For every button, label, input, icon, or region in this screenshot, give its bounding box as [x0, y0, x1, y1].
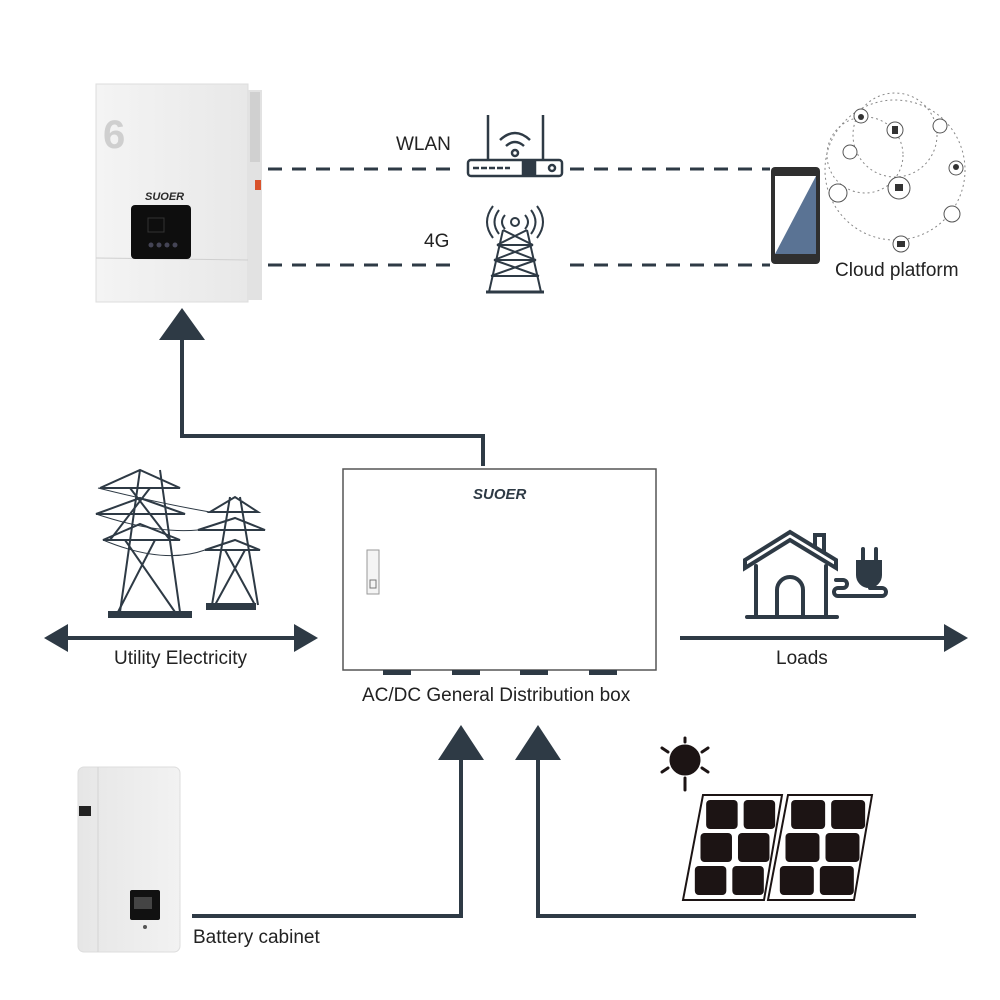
cloud-network [824, 92, 966, 241]
solar-cell [737, 833, 770, 862]
inverter-feed-arrow [159, 308, 485, 466]
loads-arrow [680, 624, 968, 652]
solar-cell [732, 866, 764, 895]
solar-feed-arrow [515, 725, 916, 918]
utility-electricity-label: Utility Electricity [114, 648, 248, 669]
inverter-switch [255, 180, 261, 190]
wlan-label: WLAN [396, 134, 451, 155]
cloud-icons [828, 108, 964, 253]
utility-bidirectional-arrow [44, 624, 318, 652]
cell-tower-icon [486, 205, 544, 294]
clock-icon [943, 205, 961, 223]
inverter-unit: 6 SUOER [95, 83, 262, 303]
solar-panels-icon [681, 794, 874, 901]
distribution-box-handle [366, 549, 380, 595]
solar-cell [819, 866, 854, 895]
house-with-plug-icon [743, 529, 888, 619]
solar-cell [694, 866, 727, 895]
solar-cell [743, 800, 776, 829]
solar-cell [831, 800, 866, 829]
search-icon [932, 118, 948, 134]
inverter-model-number: 6 [103, 113, 125, 157]
solar-cell [706, 800, 738, 829]
power-transmission-towers-icon [95, 468, 266, 618]
solar-cell [700, 833, 732, 862]
router-icon [466, 115, 564, 178]
battery-cabinet-unit [77, 766, 181, 953]
inverter-brand-logo: SUOER [145, 191, 184, 203]
distribution-box: SUOER [342, 468, 657, 675]
distribution-box-brand-logo: SUOER [473, 486, 527, 503]
sun-icon [660, 736, 710, 792]
solar-cell [785, 833, 820, 862]
distribution-box-label: AC/DC General Distribution box [362, 685, 631, 706]
solar-cell [791, 800, 826, 829]
loads-label: Loads [776, 648, 828, 669]
smartphone-icon [771, 167, 820, 264]
4g-label: 4G [424, 231, 450, 252]
solar-cell [825, 833, 860, 862]
communication-lines [268, 167, 770, 267]
battery-cabinet-label: Battery cabinet [193, 927, 320, 948]
wifi-icon [828, 183, 848, 203]
battery-feed-arrow [192, 725, 484, 918]
cloud-platform-label: Cloud platform [835, 260, 959, 281]
share-icon [842, 144, 858, 160]
solar-cell [779, 866, 814, 895]
